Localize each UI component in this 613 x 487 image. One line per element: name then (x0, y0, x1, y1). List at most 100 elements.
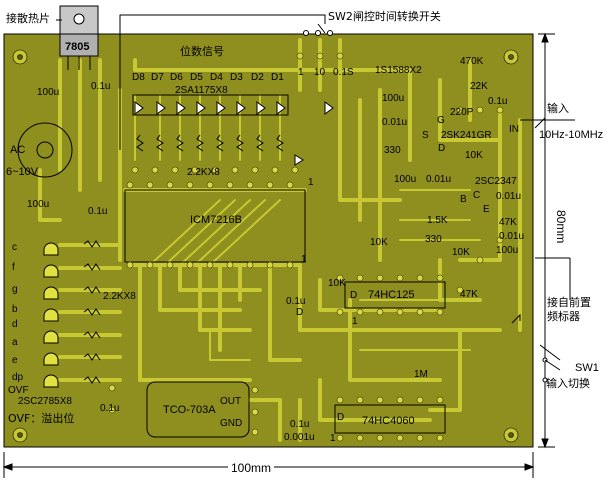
r-1k5-label: 1.5K (427, 215, 448, 226)
r-47k-a-label: 47K (499, 217, 517, 228)
icm7216b-label: ICM7216B (190, 214, 242, 226)
seg-d: d (12, 319, 18, 330)
seg-resistor-pack-label: 2.2KX8 (103, 291, 136, 302)
c-01u-a-label: 0.1u (488, 96, 508, 107)
seg-a: a (12, 337, 18, 348)
c-001u-b-label: 0.01u (382, 117, 408, 128)
fet-g-label: G (437, 115, 445, 126)
c-01u-osc-label: 0.1u (290, 419, 310, 430)
c-d-label: D (296, 307, 304, 318)
width-dimension-label: 100mm (228, 462, 275, 474)
ac-label: AC (10, 144, 26, 156)
gate-time-01s: 0.1S (333, 67, 354, 78)
bjt-c-label: C (473, 190, 481, 201)
digit-diodes (134, 101, 334, 166)
osc-gnd-label: GND (220, 418, 243, 429)
digit-d5: D5 (190, 72, 203, 83)
r-22k-label: 22K (470, 81, 488, 92)
c-100u-c-label: 100u (496, 245, 519, 256)
r-330-a-label: 330 (384, 145, 401, 156)
seg-f: f (12, 262, 15, 273)
c-001u-e-label: 0.01u (496, 191, 522, 202)
tco-703a-outline (146, 381, 250, 438)
icm7216b-outline (124, 189, 306, 263)
mounting-holes (12, 49, 519, 443)
c-01u-bottom-label: 0.1u (100, 403, 120, 414)
freq-range-callout: 10Hz-10MHz (539, 129, 604, 141)
heatsink-callout: 接散热片 (6, 12, 50, 25)
height-dimension-label: 80mm (554, 210, 568, 244)
sw1-callout: SW1 (575, 362, 599, 374)
r-47k-b-label: 47K (460, 289, 478, 300)
r-10k-d-label: 10K (328, 278, 346, 289)
hc4060-pin1: 1 (330, 433, 336, 444)
prescaler-callout-2: 频标器 (547, 310, 580, 323)
hc4060-label: 74HC4060 (362, 415, 415, 427)
c-0001u-label: 0.001u (284, 432, 315, 443)
digit-d1: D1 (271, 72, 284, 83)
prescaler-callout-1: 接自前置 (547, 296, 591, 309)
bjt-e-label: E (483, 204, 490, 215)
c-100u-side-label: 100u (27, 199, 50, 210)
c-01u-mid-label: 0.1u (286, 296, 306, 307)
ac-range-label: 6~10V (6, 166, 39, 178)
segment-resistors (83, 240, 101, 384)
bjt-label: 2SC2347 (475, 176, 517, 187)
icm-pin1: 1 (308, 177, 314, 188)
r-1m-label: 1M (414, 369, 428, 380)
icm-pin-b: 1 (301, 254, 307, 265)
digit-d7: D7 (151, 72, 164, 83)
digit-resistors (136, 134, 284, 152)
fet-d-label: D (438, 143, 446, 154)
osc-label: TCO-703A (163, 404, 216, 416)
bjt-b-label: B (460, 194, 467, 205)
c-01u-main-label: 0.1u (91, 81, 111, 92)
seg-g: g (12, 284, 18, 295)
c-001u-d-label: 0.01u (426, 174, 452, 185)
input-leaders (511, 116, 575, 383)
top-resistor-pack-label: 2.2KX8 (187, 167, 220, 178)
seg-transistors-label: 2SC2785X8 (18, 396, 72, 407)
r-330-b-label: 330 (425, 234, 442, 245)
digit-d3: D3 (230, 72, 243, 83)
r-470k-label: 470K (460, 56, 484, 67)
diode-pair-label: 1S1588X2 (375, 65, 422, 76)
seg-b: b (12, 304, 18, 315)
r-10k-b-label: 10K (452, 247, 470, 258)
in-label: IN (509, 124, 519, 135)
r-10k-c-label: 10K (370, 237, 388, 248)
ovf-note: OVF：溢出位 (8, 412, 75, 425)
sw2-callout: SW2闸控时间转换开关 (328, 10, 441, 23)
seg-c: c (12, 242, 17, 253)
digit-transistors-label: 2SA1175X8 (175, 85, 228, 96)
c-01u-side-label: 0.1u (88, 206, 108, 217)
segment-leds (43, 242, 59, 388)
sw2-bracket (119, 14, 326, 150)
pads (108, 52, 504, 442)
fet-s-label: S (422, 130, 429, 141)
gate-time-10: 10 (314, 67, 326, 78)
digit-block-outline (132, 94, 289, 116)
seg-e: e (12, 355, 18, 366)
hc125-pin1: 1 (352, 316, 358, 327)
hc125-label: 74HC125 (368, 289, 415, 301)
input-callout: 输入 (547, 102, 569, 115)
c-100u-main-label: 100u (37, 87, 60, 98)
ac-bridge (17, 122, 73, 178)
gate-time-1: 1 (298, 67, 304, 78)
osc-out-label: OUT (220, 396, 242, 407)
74hc4060-outline (334, 404, 446, 434)
c-100u-a-label: 100u (382, 93, 405, 104)
digit-d4: D4 (210, 72, 223, 83)
c-100u-b-label: 100u (394, 174, 417, 185)
input-switch-callout: 输入切换 (546, 377, 590, 390)
regulator-label: 7805 (65, 41, 90, 53)
hc125-d-label: D (350, 290, 358, 301)
seg-ovf: OVF (8, 385, 29, 396)
regulator-7805 (59, 5, 99, 70)
r-10k-a-label: 10K (465, 150, 483, 161)
digit-d6: D6 (170, 72, 183, 83)
seg-dp: dp (12, 372, 24, 383)
digit-d8: D8 (132, 72, 145, 83)
